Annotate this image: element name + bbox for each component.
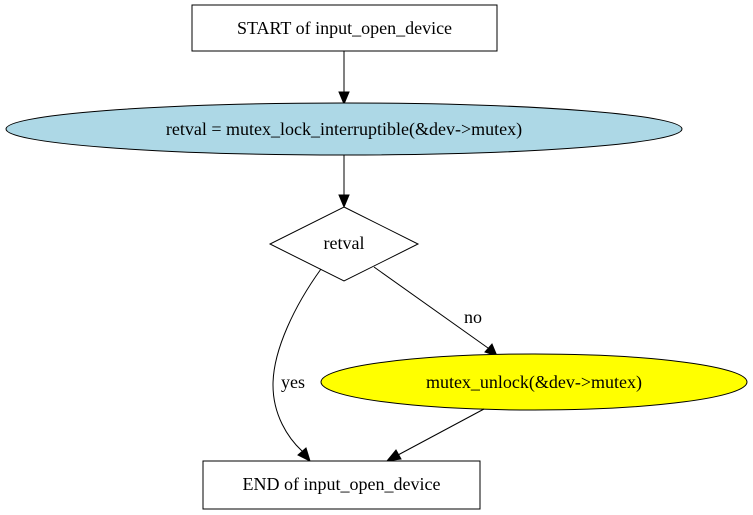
mutex-lock-node: retval = mutex_lock_interruptible(&dev->… bbox=[5, 102, 683, 156]
retval-decision-label: retval bbox=[324, 233, 365, 253]
mutex-unlock-node: mutex_unlock(&dev->mutex) bbox=[320, 353, 748, 411]
edge-start-to-lock bbox=[338, 51, 350, 106]
end-node: END of input_open_device bbox=[202, 460, 481, 510]
end-node-label: END of input_open_device bbox=[243, 474, 441, 494]
edge-unlock-to-end bbox=[385, 408, 485, 462]
edge-lock-to-decision bbox=[338, 155, 350, 209]
start-node-label: START of input_open_device bbox=[237, 18, 452, 38]
mutex-lock-node-label: retval = mutex_lock_interruptible(&dev->… bbox=[166, 119, 522, 140]
edge-yes-label: yes bbox=[281, 372, 305, 392]
edge-no-label: no bbox=[464, 307, 482, 327]
retval-decision-node: retval bbox=[268, 206, 420, 282]
edge-decision-to-end: yes bbox=[272, 268, 322, 462]
start-node: START of input_open_device bbox=[191, 4, 498, 52]
mutex-unlock-node-label: mutex_unlock(&dev->mutex) bbox=[426, 372, 642, 393]
edge-decision-to-unlock: no bbox=[373, 266, 498, 357]
